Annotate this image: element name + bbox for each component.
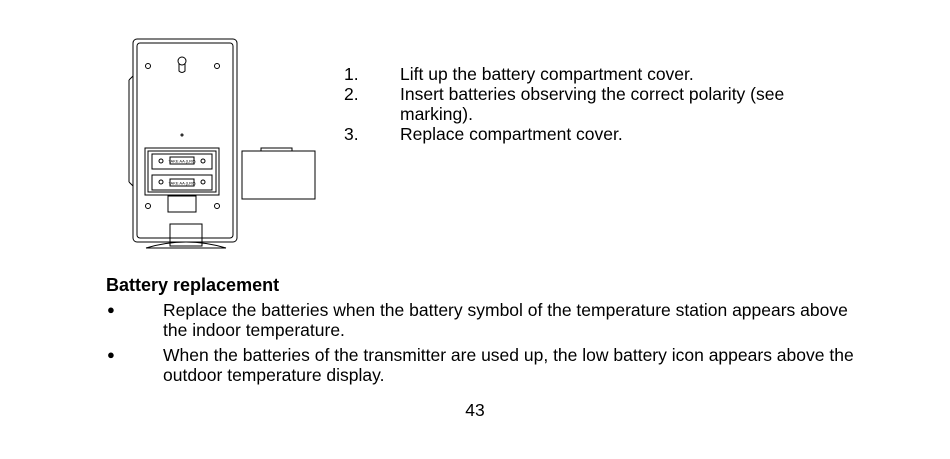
step-number: 1. xyxy=(344,64,359,84)
instruction-steps: 1. Lift up the battery compartment cover… xyxy=(344,64,844,144)
page-number: 43 xyxy=(465,400,485,420)
bullet-icon: ● xyxy=(107,347,115,362)
step-item: 2. Insert batteries observing the correc… xyxy=(344,84,844,124)
bullet-icon: ● xyxy=(107,302,115,317)
bullet-list: ● Replace the batteries when the battery… xyxy=(106,300,866,390)
battery-label-top-text: TAKE AA (LR6) xyxy=(168,159,196,164)
station-housing xyxy=(132,38,238,243)
step-text: Insert batteries observing the correct p… xyxy=(400,84,785,124)
stand-neck xyxy=(169,223,203,247)
list-item: ● Replace the batteries when the battery… xyxy=(106,300,866,340)
stand-base xyxy=(145,241,227,249)
bullet-text: Replace the batteries when the battery s… xyxy=(163,300,848,340)
hanging-hole xyxy=(177,56,187,66)
battery-compartment xyxy=(144,147,220,196)
step-number: 3. xyxy=(344,124,359,144)
step-item: 3. Replace compartment cover. xyxy=(344,124,844,144)
list-item: ● When the batteries of the transmitter … xyxy=(106,345,866,385)
step-text: Replace compartment cover. xyxy=(400,124,623,144)
battery-compartment-illustration: TAKE AA (LR6) TAKE AA (LR6) xyxy=(128,38,316,249)
battery-label-bottom-text: TAKE AA (LR6) xyxy=(168,181,196,186)
step-item: 1. Lift up the battery compartment cover… xyxy=(344,64,844,84)
removed-battery-cover xyxy=(241,150,316,200)
bullet-text: When the batteries of the transmitter ar… xyxy=(163,345,854,385)
step-number: 2. xyxy=(344,84,359,104)
battery-label-top xyxy=(169,156,195,165)
step-text: Lift up the battery compartment cover. xyxy=(400,64,694,84)
battery-label-bottom xyxy=(169,178,195,187)
section-heading: Battery replacement xyxy=(106,275,280,295)
